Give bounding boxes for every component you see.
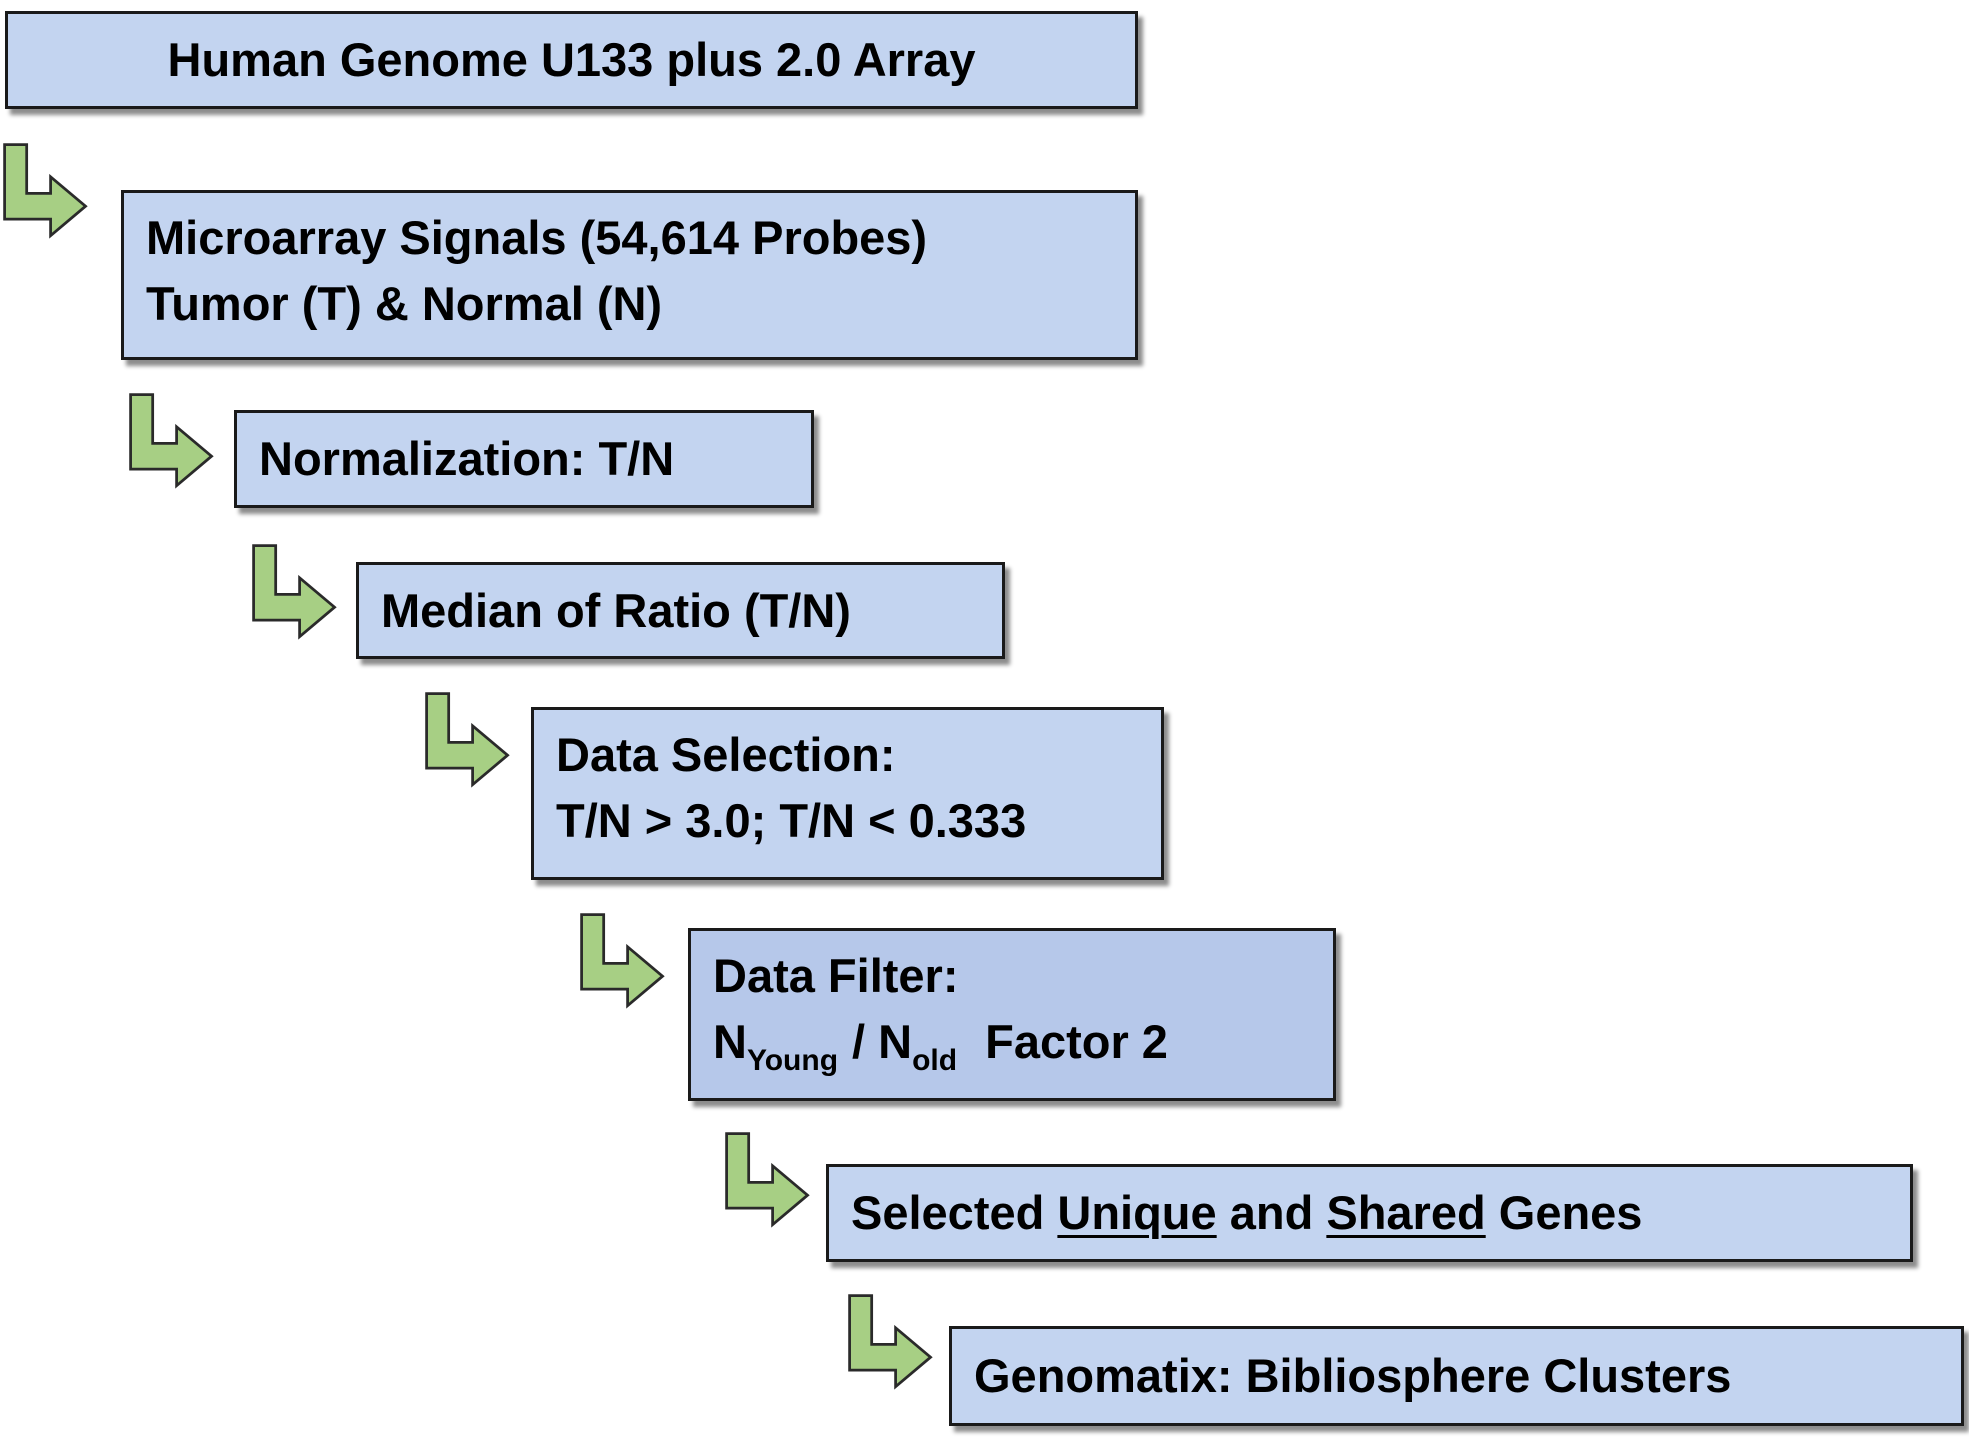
step-signals-line2: Tumor (T) & Normal (N): [146, 277, 663, 330]
step-median-box: Median of Ratio (T/N): [356, 562, 1005, 659]
step-genomatix-box: Genomatix: Bibliosphere Clusters: [949, 1326, 1964, 1426]
step-genes-label: Selected Unique and Shared Genes: [851, 1180, 1642, 1246]
filter-n-young: N: [713, 1015, 747, 1068]
bent-arrow-icon: [725, 1132, 810, 1228]
filter-old-subscript: old: [912, 1044, 958, 1077]
step-array-box: Human Genome U133 plus 2.0 Array: [5, 11, 1138, 109]
step-selection-line2: T/N > 3.0; T/N < 0.333: [556, 794, 1027, 847]
step-filter-line2: NYoung / Nold Factor 2: [713, 1009, 1311, 1077]
filter-factor: Factor 2: [985, 1015, 1168, 1068]
genes-unique: Unique: [1057, 1186, 1217, 1239]
bent-arrow-icon: [848, 1294, 933, 1390]
bent-arrow-icon: [129, 393, 214, 489]
step-filter-box: Data Filter: NYoung / Nold Factor 2: [688, 928, 1336, 1101]
step-signals-box: Microarray Signals (54,614 Probes) Tumor…: [121, 190, 1138, 360]
filter-slash-n-old: / N: [852, 1015, 913, 1068]
bent-arrow-icon: [3, 143, 88, 239]
bent-arrow-icon: [580, 913, 665, 1009]
step-genomatix-label: Genomatix: Bibliosphere Clusters: [974, 1349, 1732, 1402]
step-normalization-label: Normalization: T/N: [259, 432, 675, 485]
bent-arrow-icon: [252, 544, 337, 640]
filter-young-subscript: Young: [746, 1044, 839, 1077]
genes-mid: and: [1216, 1186, 1327, 1239]
step-selection-line1: Data Selection:: [556, 728, 896, 781]
genes-shared: Shared: [1326, 1186, 1486, 1239]
step-median-label: Median of Ratio (T/N): [381, 583, 851, 637]
step-filter-line1: Data Filter:: [713, 949, 959, 1002]
genes-suffix: Genes: [1485, 1186, 1643, 1239]
bent-arrow-icon: [425, 692, 510, 788]
step-normalization-box: Normalization: T/N: [234, 410, 814, 508]
step-genes-box: Selected Unique and Shared Genes: [826, 1164, 1913, 1262]
step-signals-line1: Microarray Signals (54,614 Probes): [146, 211, 928, 264]
genes-prefix: Selected: [851, 1186, 1058, 1239]
step-selection-box: Data Selection: T/N > 3.0; T/N < 0.333: [531, 707, 1164, 880]
step-array-label: Human Genome U133 plus 2.0 Array: [167, 33, 976, 86]
